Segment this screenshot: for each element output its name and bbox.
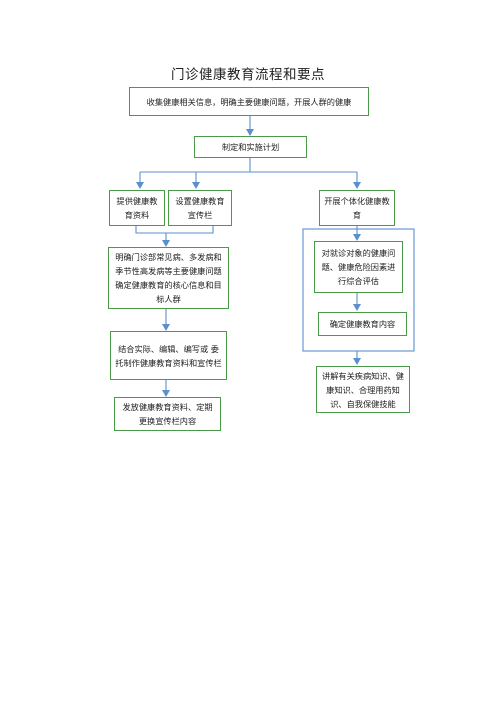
feedback-loop [302,228,415,352]
produce-box: 结合实际、编辑、编写或 委托制作健康教育资料和宣传栏 [110,331,227,380]
plan-box: 制定和实施计划 [194,136,307,158]
provide-materials-box: 提供健康教育资料 [109,190,165,226]
distribute-box: 发放健康教育资料、定期更换宣传栏内容 [114,397,221,431]
collect-info-box: 收集健康相关信息，明确主要健康问题，开展人群的健康 [129,87,369,116]
line-merge-left [135,226,214,234]
clarify-box: 明确门诊部常见病、多发病和季节性高发病等主要健康问题确定健康教育的核心信息和目标… [108,247,229,309]
page-title: 门诊健康教育流程和要点 [171,67,325,83]
individual-box: 开展个体化健康教育 [319,190,395,226]
lecture-box: 讲解有关疾病知识、健康知识、合理用药知识、自我保健技能 [316,366,410,413]
assess-box: 对就诊对象的健康问题、健康危险因素进行综合评估 [314,241,403,293]
set-board-box: 设置健康教育宣传栏 [168,190,232,226]
determine-box: 确定健康教育内容 [318,312,407,336]
